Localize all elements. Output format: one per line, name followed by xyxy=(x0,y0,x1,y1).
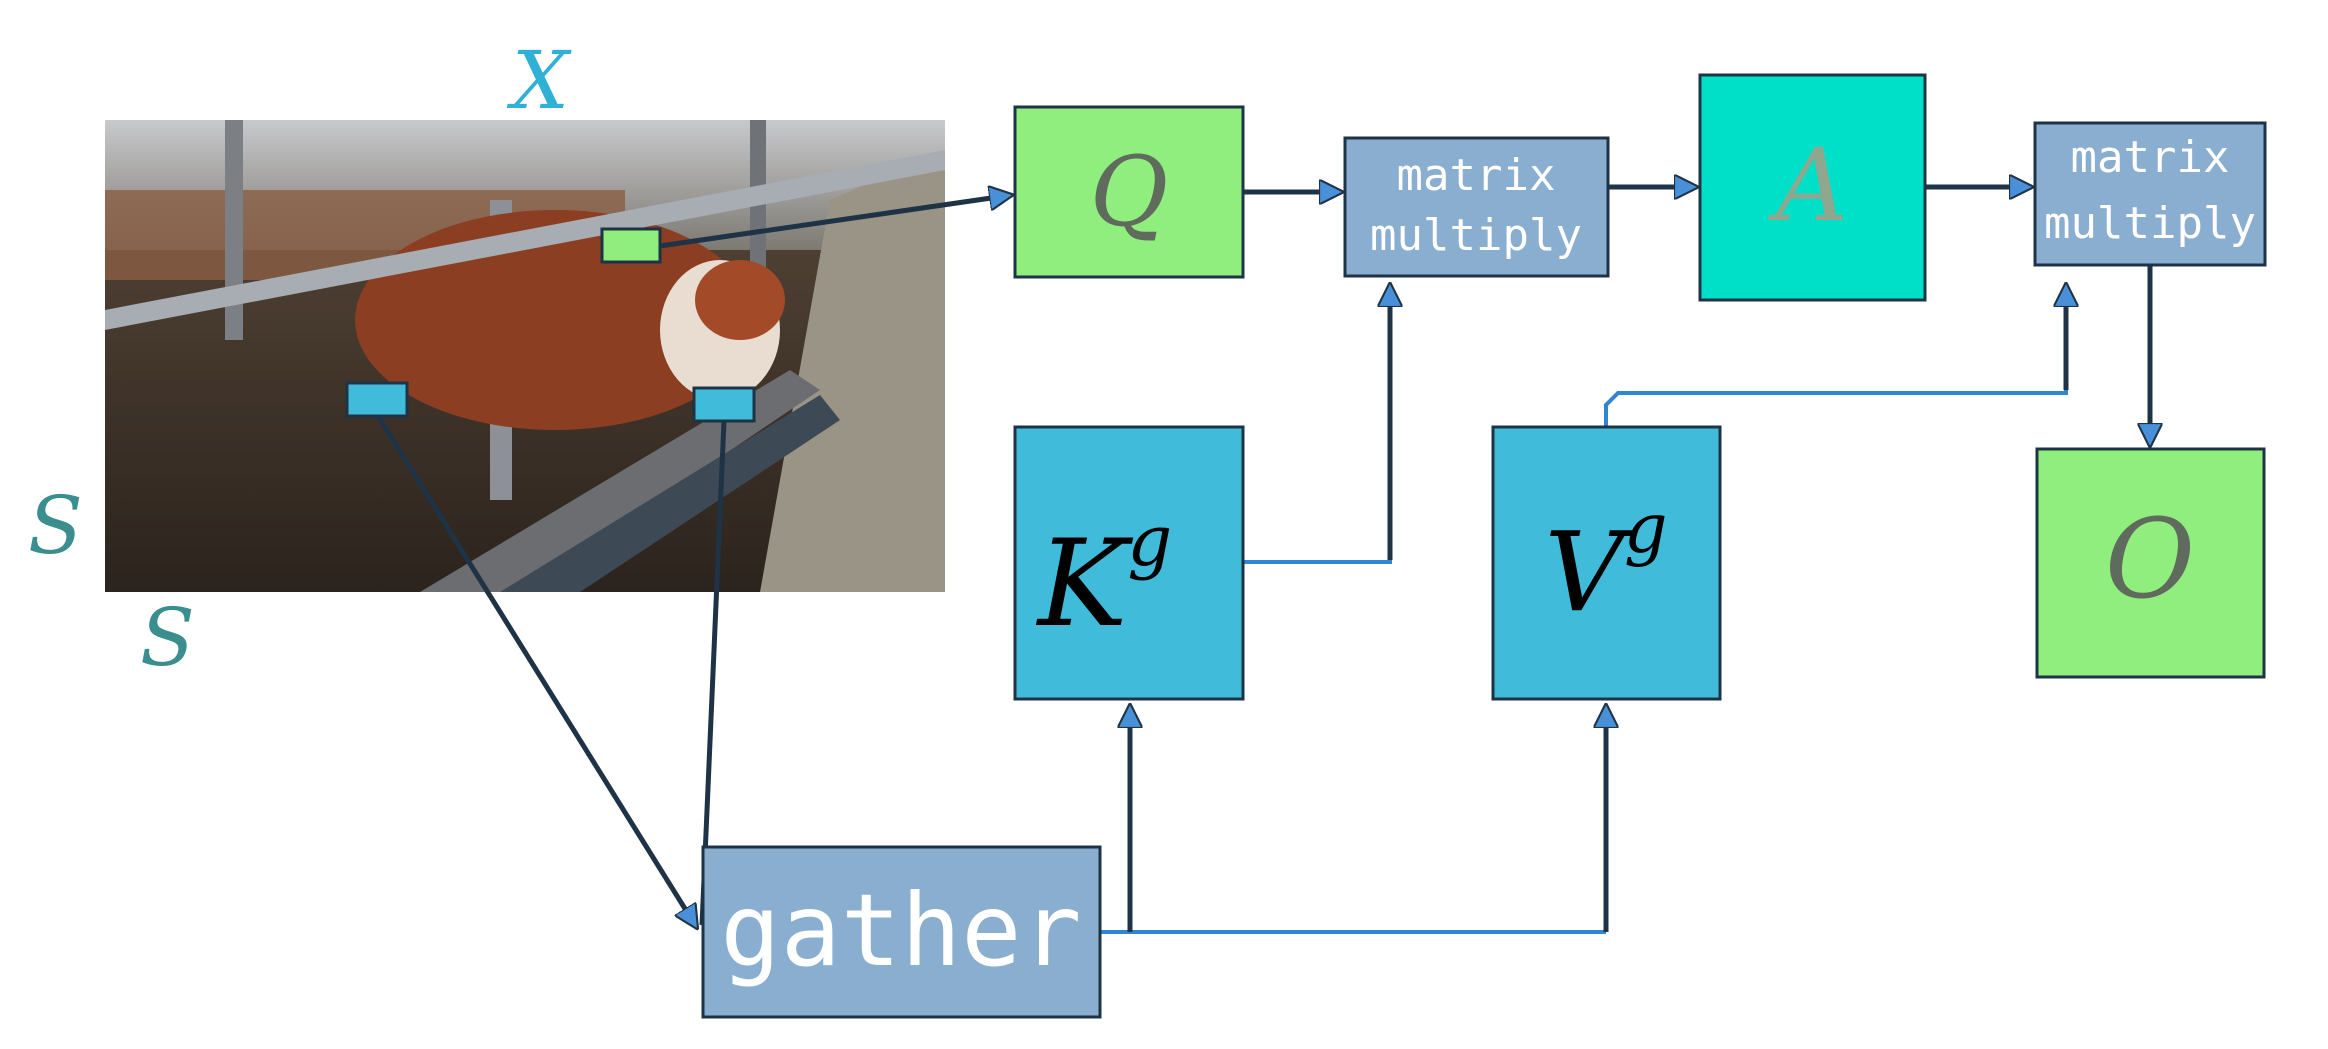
node-v-g-label: Vg xyxy=(1545,490,1668,636)
mm1-line2: multiply xyxy=(1370,210,1582,261)
cattle-photo xyxy=(105,120,945,592)
query-patch xyxy=(600,227,662,264)
node-gather: gather xyxy=(701,845,1102,1019)
node-k-g-base: K xyxy=(1036,515,1134,654)
axis-label-s-bottom: S xyxy=(140,591,195,684)
node-a-label: A xyxy=(1768,127,1848,244)
node-v-g-base: V xyxy=(1545,508,1634,636)
key-patch-right xyxy=(692,386,756,423)
axis-label-s-left: S xyxy=(28,479,83,572)
edge-kg-to-mm1 xyxy=(1243,300,1392,564)
node-q: Q xyxy=(1013,105,1245,279)
mm1-line1: matrix xyxy=(1397,150,1556,201)
edge-patch-to-q xyxy=(659,195,1012,249)
key-patch-left xyxy=(345,381,409,418)
node-a: A xyxy=(1698,73,1927,302)
edge-patch-left-to-gather xyxy=(375,414,697,928)
node-v-g: Vg xyxy=(1491,425,1722,701)
node-gather-label: gather xyxy=(720,872,1081,989)
node-o-label: O xyxy=(2105,495,2195,623)
edge-vg-to-mm2 xyxy=(1604,300,2068,427)
edge-patch-right-to-gather xyxy=(699,420,727,926)
mm2-line1: matrix xyxy=(2071,132,2230,183)
node-matrix-multiply-1: matrix multiply xyxy=(1343,136,1610,278)
node-k-g: Kg xyxy=(1013,425,1245,701)
node-o: O xyxy=(2035,447,2266,679)
node-matrix-multiply-2: matrix multiply xyxy=(2033,121,2267,267)
node-v-g-sup: g xyxy=(1624,490,1668,569)
mm2-line2: multiply xyxy=(2044,198,2256,249)
node-k-g-label: Kg xyxy=(1036,500,1172,654)
node-k-g-sup: g xyxy=(1127,500,1172,582)
node-q-label: Q xyxy=(1090,136,1169,248)
axis-label-x: X xyxy=(506,34,572,127)
